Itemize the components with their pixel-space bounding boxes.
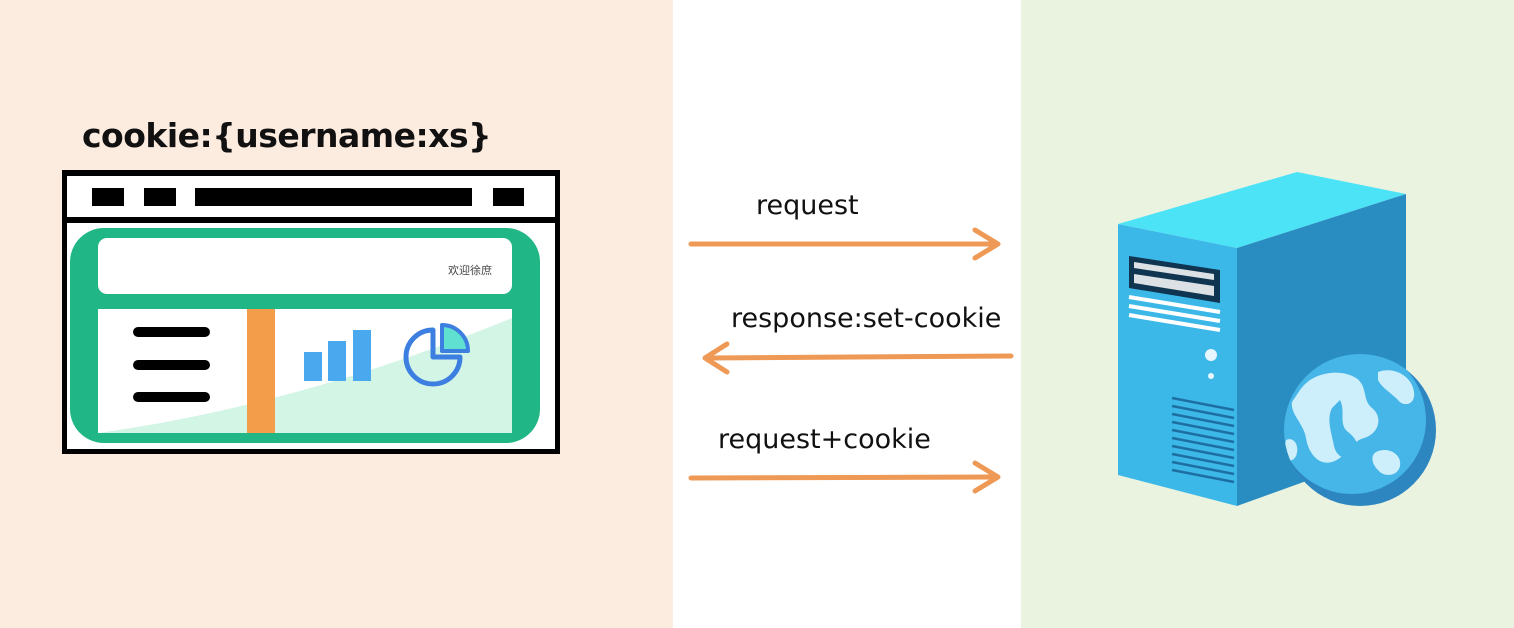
cookie-label: cookie:{username:xs} [82, 116, 492, 155]
page-header [98, 238, 512, 294]
server-grill [1171, 396, 1235, 484]
sidebar-divider [247, 309, 275, 433]
server-tower-icon [1118, 172, 1406, 506]
hamburger-menu-icon [133, 327, 210, 402]
arrow-response [702, 341, 1014, 375]
welcome-text: 欢迎徐庶 [448, 264, 492, 277]
arrow-request-cookie [688, 460, 1001, 494]
request-label: request [756, 190, 859, 221]
arrow-request [688, 227, 1001, 261]
request-cookie-label: request+cookie [718, 424, 931, 455]
window-button-icon [144, 188, 176, 206]
bar-chart-icon [304, 330, 371, 381]
globe-icon [1284, 354, 1436, 506]
window-button-icon [92, 188, 124, 206]
message-panel [673, 0, 1021, 628]
power-light-icon [1205, 349, 1217, 361]
browser-window-icon [62, 170, 560, 454]
pie-chart-icon [403, 323, 470, 387]
response-set-cookie-label: response:set-cookie [731, 303, 1002, 334]
vent-panel-icon [1128, 256, 1221, 332]
address-bar [195, 188, 472, 206]
window-button-icon [493, 188, 524, 206]
